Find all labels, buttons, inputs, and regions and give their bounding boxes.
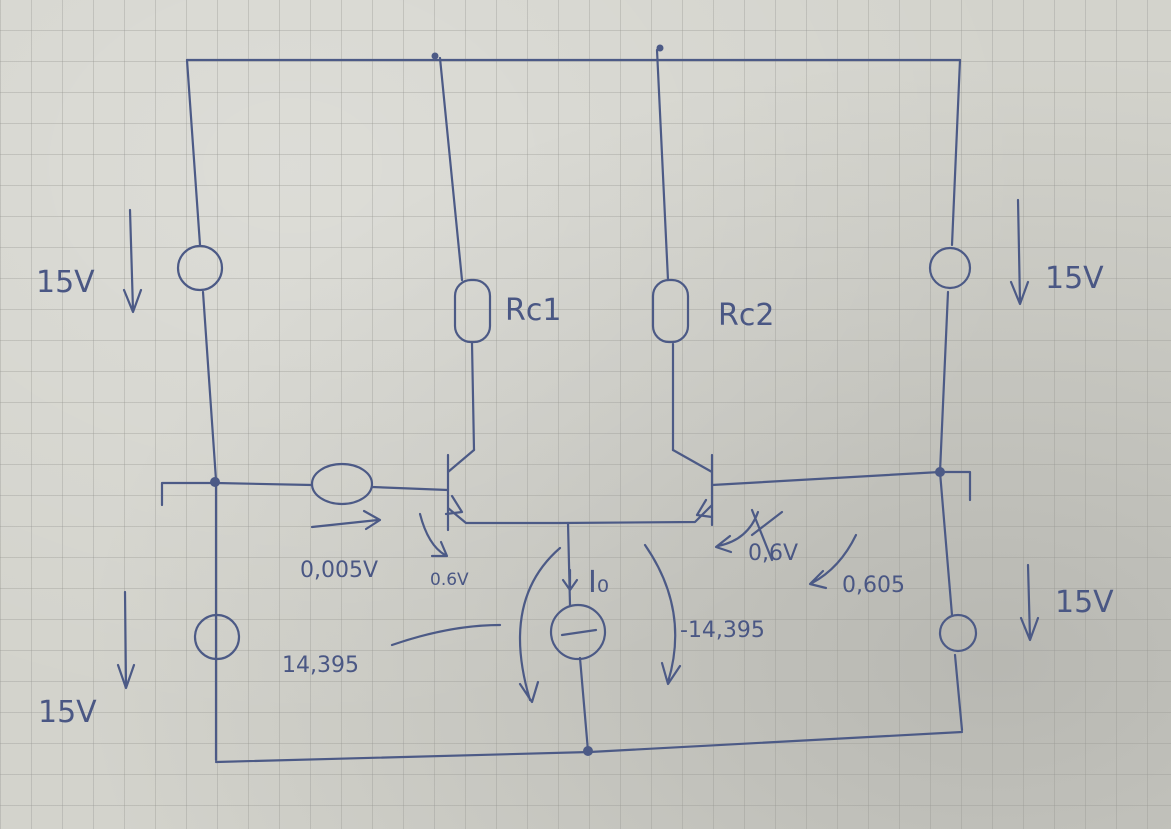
right-emitter-arrow xyxy=(695,498,714,519)
src-left-bottom-label: 15V xyxy=(38,695,97,730)
left-base-wire xyxy=(214,481,450,492)
left-voltage-leader xyxy=(390,623,502,647)
input-voltage-arrow xyxy=(310,509,382,531)
io-arrow xyxy=(561,568,579,592)
vbe-right-corrected-label: 0,605 xyxy=(842,573,905,598)
right-rail-wire xyxy=(938,58,964,732)
src-right-bottom-label: 15V xyxy=(1055,585,1114,620)
vbe-right-struck-label: 0,6V xyxy=(748,541,798,566)
left-top-voltage-source xyxy=(176,244,224,292)
current-source-bar xyxy=(560,628,598,637)
src-right-top-label: 15V xyxy=(1045,261,1104,296)
current-source-voltage-right-label: -14,395 xyxy=(680,618,765,643)
right-bottom-voltage-arrow xyxy=(1019,563,1040,642)
left-current-source-voltage-arrow xyxy=(518,546,562,704)
left-top-voltage-arrow xyxy=(122,208,143,314)
top-node-right xyxy=(656,44,664,52)
top-node-left xyxy=(431,52,439,60)
io-label: I₀ xyxy=(588,565,609,600)
right-bottom-voltage-source xyxy=(938,613,978,653)
rc1-wire xyxy=(438,56,476,452)
vbe-left-arrow xyxy=(418,512,449,558)
left-bottom-voltage-source xyxy=(193,613,241,661)
right-current-source-voltage-arrow xyxy=(643,543,682,686)
vbe-left-label: 0.6V xyxy=(430,570,469,590)
right-top-voltage-source xyxy=(928,246,972,290)
left-ground-mark xyxy=(160,481,218,507)
rc2-label: Rc2 xyxy=(718,298,774,333)
right-base-wire xyxy=(710,470,942,487)
input-voltage-source xyxy=(310,462,374,506)
left-base-node xyxy=(210,477,220,487)
rc2-wire xyxy=(655,48,675,452)
vbe-right-corrected-arrow xyxy=(808,533,858,590)
rc1-label: Rc1 xyxy=(505,293,561,328)
left-bottom-voltage-arrow xyxy=(116,590,136,690)
rc1-resistor xyxy=(453,278,492,344)
right-transistor xyxy=(558,448,714,527)
left-emitter-arrow xyxy=(444,494,464,516)
left-rail-wire xyxy=(185,58,218,762)
src-left-top-label: 15V xyxy=(36,265,95,300)
right-top-voltage-arrow xyxy=(1009,198,1030,306)
current-source-voltage-left-label: 14,395 xyxy=(282,653,359,678)
vbe-right-arrow xyxy=(714,510,760,554)
left-transistor xyxy=(446,448,562,532)
current-source-wire xyxy=(566,521,590,753)
right-ground-mark xyxy=(938,470,972,502)
strike-through xyxy=(750,508,784,562)
input-voltage-label: 0,005V xyxy=(300,558,378,583)
current-source xyxy=(549,603,607,661)
rc2-resistor xyxy=(651,278,690,344)
